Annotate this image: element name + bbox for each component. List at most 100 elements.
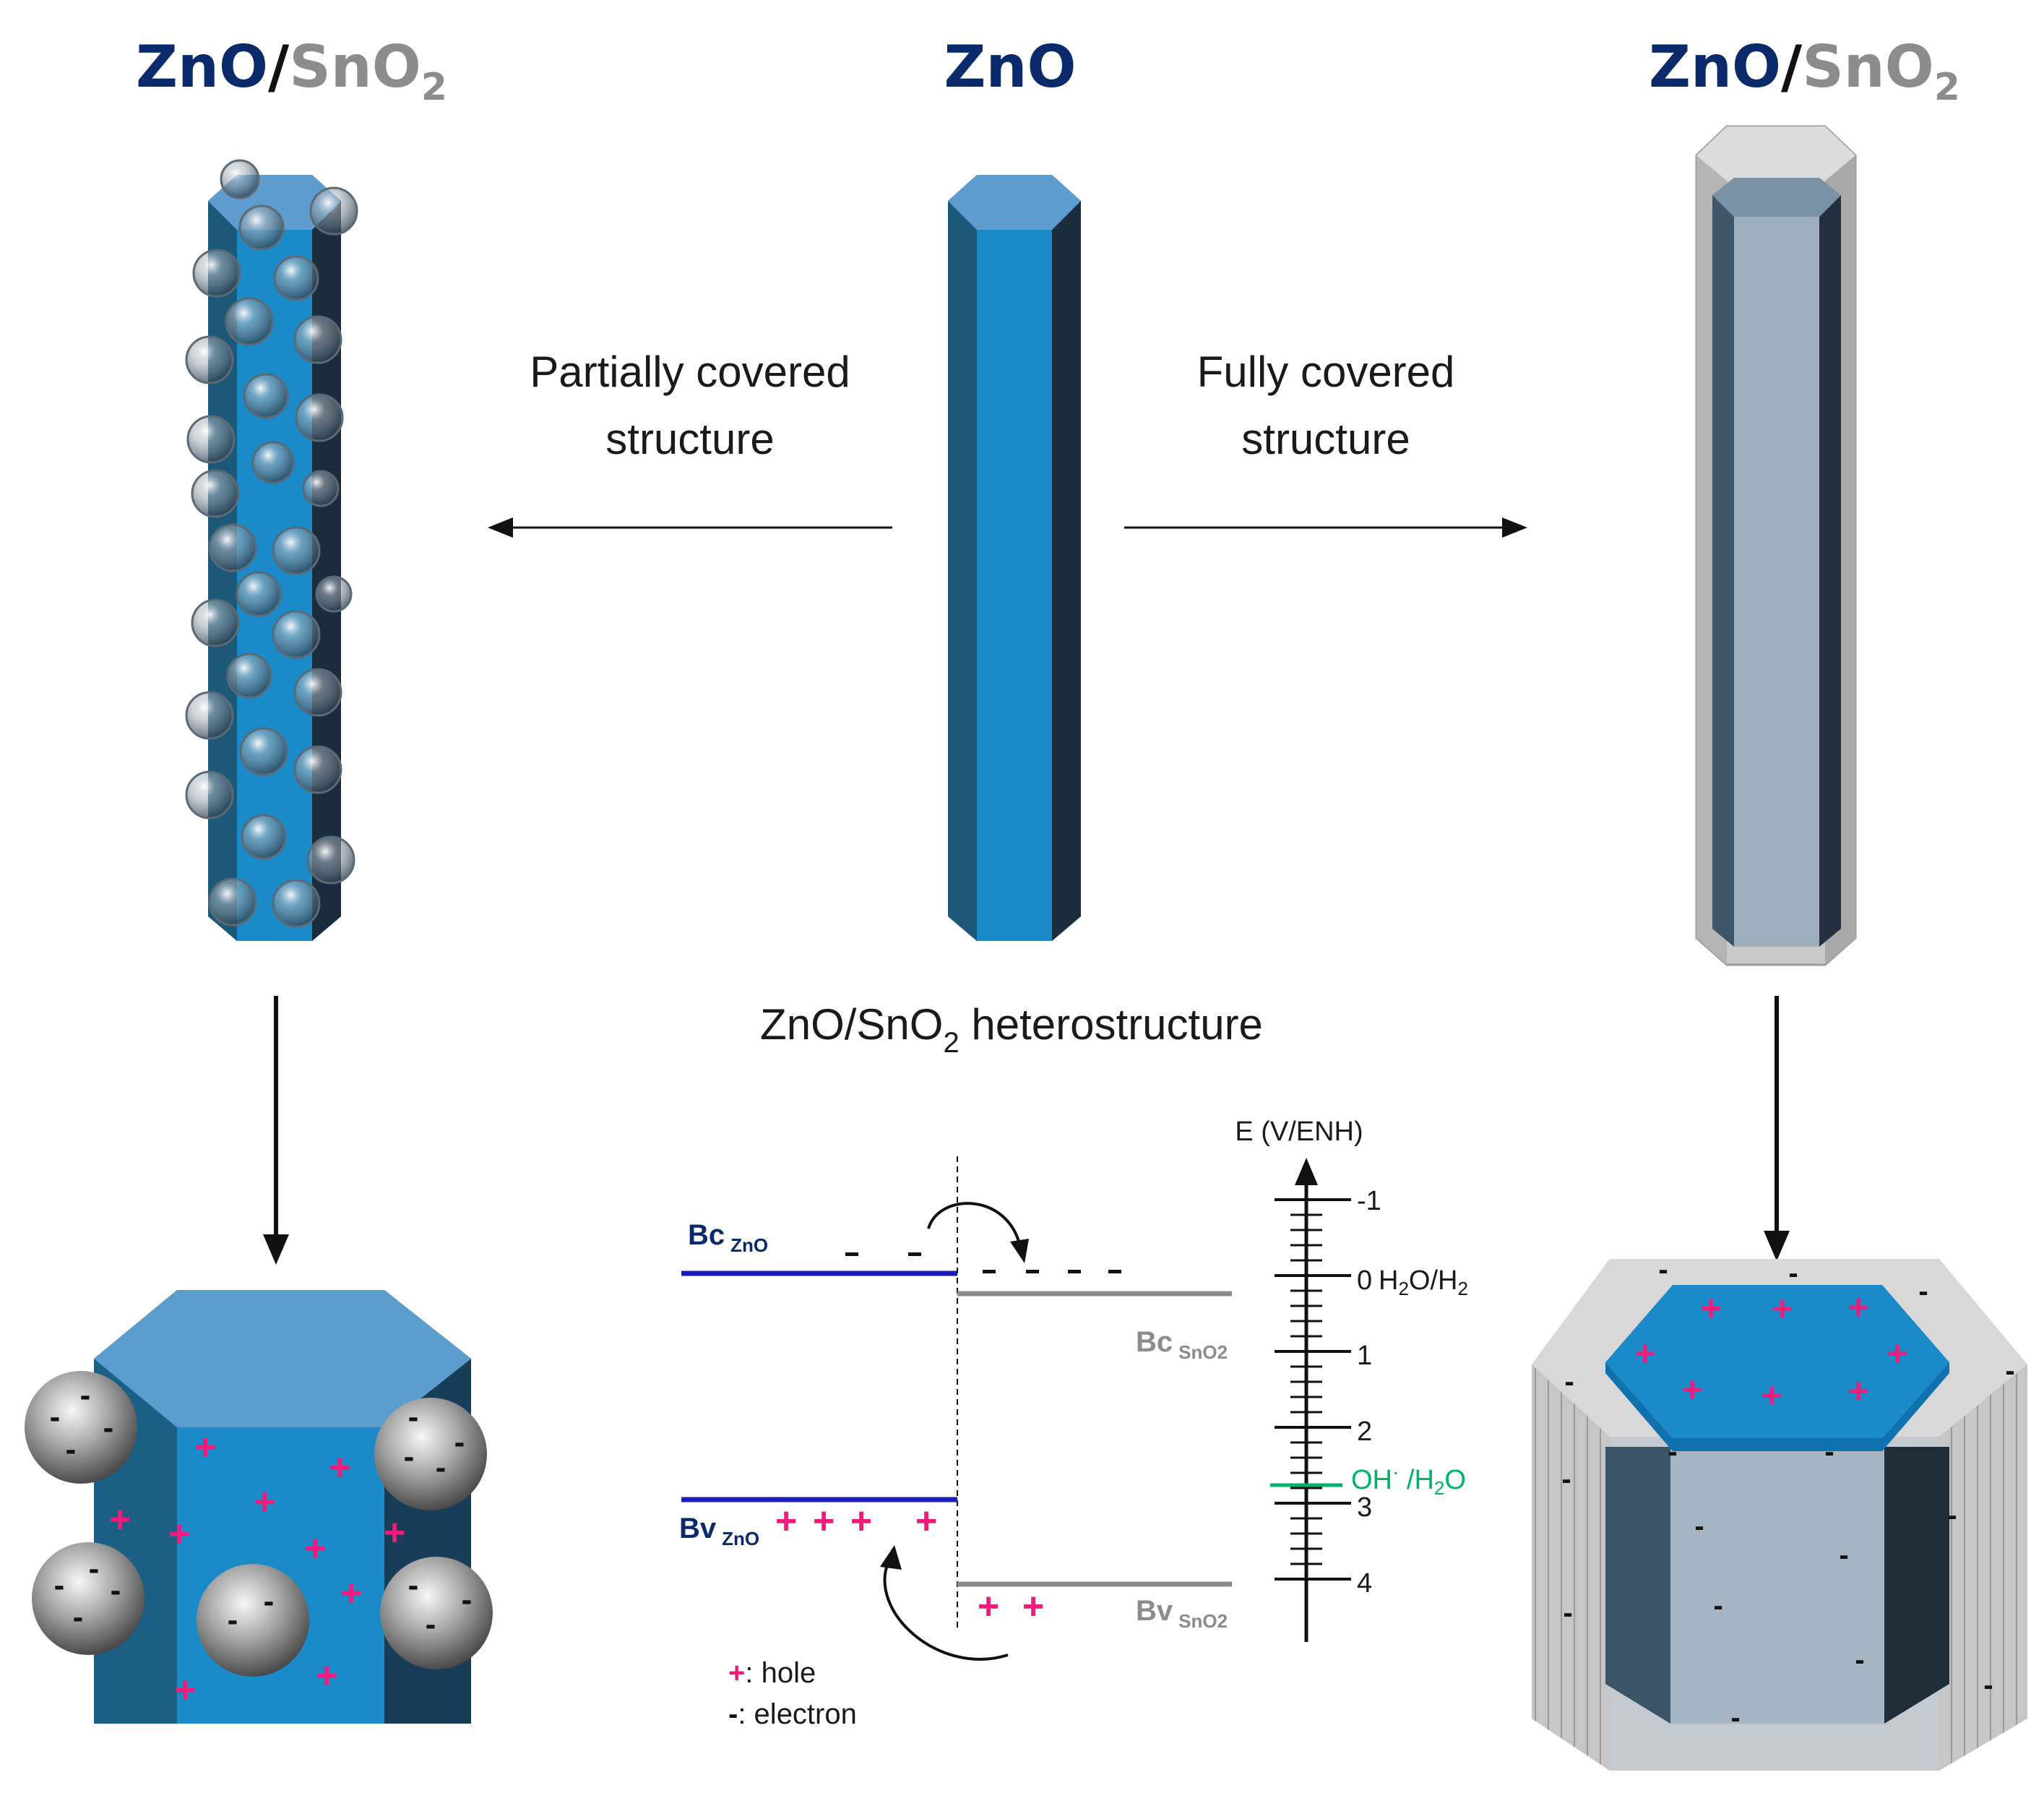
label-fully-line1: Fully covered: [1197, 348, 1455, 396]
svg-text:-: -: [1839, 1539, 1848, 1571]
sno2-spheres: - - - - - - - - - - - - - - - - -: [25, 1371, 493, 1677]
electrons-right: - - - - - - - - - - - - - - - -: [1561, 1254, 2014, 1734]
svg-text:-: -: [103, 1410, 114, 1445]
energy-scale: E (V/ENH) -1 0 1 2 3 4 H2O/H2 OH· /H2O: [1235, 1117, 1468, 1642]
energy-tick-labels: -1 0 1 2 3 4: [1357, 1186, 1381, 1599]
title-right: ZnO/SnO2: [1649, 33, 1960, 109]
svg-text:+: +: [109, 1499, 131, 1541]
svg-text:+: +: [1772, 1289, 1793, 1329]
legend: +: hole -: electron: [728, 1657, 857, 1730]
bc-sno2-main: Bc: [1136, 1326, 1173, 1358]
svg-text:-: -: [1947, 1500, 1957, 1531]
svg-text:ZnO/SnO2: ZnO/SnO2: [136, 33, 447, 109]
svg-text:-: -: [1824, 1436, 1834, 1468]
svg-text:+: +: [978, 1586, 999, 1628]
heterostructure-label: ZnO/SnO2 heterostructure: [760, 1000, 1263, 1059]
title-right-sno: SnO: [1802, 33, 1934, 100]
bc-sno2-sub: SnO2: [1178, 1341, 1228, 1363]
svg-text:-: -: [404, 1439, 415, 1474]
label-partially-line1: Partially covered: [530, 348, 850, 396]
energy-tick-label: 4: [1357, 1568, 1372, 1599]
bv-sno2-main: Bv: [1136, 1595, 1173, 1627]
hetero-post: heterostructure: [960, 1000, 1263, 1049]
svg-text:+: +: [254, 1481, 275, 1523]
holes-left: + + + + + + + + + +: [109, 1427, 405, 1711]
svg-text:-: -: [80, 1377, 91, 1413]
svg-text:+: +: [1847, 1287, 1868, 1328]
energy-tick-label: -1: [1357, 1186, 1381, 1216]
svg-text:+: +: [384, 1512, 405, 1554]
h2-sub1: 2: [1398, 1278, 1408, 1299]
oh-mid: /H: [1399, 1465, 1434, 1495]
hole-transfer-arrow: [880, 1545, 1009, 1661]
svg-text:+: +: [1847, 1371, 1868, 1411]
sno2-nanoparticles: [185, 159, 358, 928]
partial-cross-section: + + + + + + + + + + - - - - - - - - - - …: [25, 1290, 493, 1724]
title-left-sno: SnO: [289, 33, 421, 100]
title-right-zno: ZnO: [1649, 33, 1781, 100]
label-partially-line2: structure: [605, 415, 774, 463]
legend-electron-text: : electron: [738, 1698, 857, 1730]
title-right-slash: /: [1781, 33, 1803, 100]
oh-post: O: [1444, 1465, 1466, 1495]
svg-text:-: -: [54, 1568, 65, 1603]
energy-tick-label: 2: [1357, 1416, 1372, 1447]
svg-text:-: -: [264, 1583, 275, 1619]
svg-text:-: -: [1668, 1436, 1677, 1468]
zno-nanorod: [948, 175, 1081, 941]
svg-text:-: -: [228, 1602, 238, 1638]
svg-text:+: +: [1700, 1288, 1721, 1328]
title-left-sub: 2: [421, 66, 447, 109]
svg-text:-: -: [1658, 1254, 1668, 1286]
bc-zno-main: Bc: [688, 1219, 725, 1251]
svg-text:-: -: [1788, 1257, 1798, 1289]
svg-text:-: -: [408, 1399, 419, 1435]
svg-text:-: -: [1713, 1590, 1722, 1622]
h2o-h2-label: H2O/H2: [1379, 1265, 1468, 1299]
bv-zno-main: Bv: [679, 1513, 717, 1544]
svg-text:+: +: [194, 1427, 216, 1469]
svg-text:+: +: [915, 1500, 937, 1542]
svg-text:-: -: [1855, 1644, 1864, 1676]
electron-transfer-arrow: [927, 1202, 1029, 1263]
svg-text:+: +: [304, 1528, 326, 1570]
svg-text:+: +: [316, 1655, 337, 1697]
energy-tick-label: 1: [1357, 1341, 1372, 1371]
svg-text:-: -: [1983, 1669, 1993, 1701]
oh-pre: OH: [1351, 1465, 1392, 1495]
svg-text:-: -: [2005, 1355, 2014, 1387]
energy-axis-title: E (V/ENH): [1235, 1117, 1363, 1147]
svg-text:-: -: [1694, 1510, 1704, 1542]
oh-h2o-label: OH· /H2O: [1351, 1461, 1466, 1499]
title-right-sub: 2: [1934, 66, 1960, 109]
svg-text:+: +: [1634, 1333, 1655, 1374]
holes-right: + + + + + + + +: [1634, 1287, 1907, 1416]
oh-sub: 2: [1434, 1477, 1444, 1499]
svg-text:+: +: [850, 1500, 872, 1542]
bv-sno2-sub: SnO2: [1178, 1610, 1228, 1632]
legend-hole: +: hole: [728, 1657, 816, 1689]
svg-text:-: -: [1564, 1366, 1574, 1398]
energy-minor-ticks: [1290, 1213, 1322, 1565]
oh-sup: ·: [1392, 1461, 1399, 1483]
svg-text:-: -: [89, 1551, 100, 1586]
svg-text:-: -: [66, 1432, 77, 1467]
svg-text:-: -: [1563, 1597, 1572, 1629]
energy-tick-label: 3: [1357, 1492, 1372, 1523]
svg-text:-: -: [454, 1424, 465, 1460]
h2-sub2: 2: [1457, 1278, 1467, 1299]
svg-text:-: -: [462, 1582, 473, 1617]
legend-hole-text: : hole: [745, 1657, 816, 1689]
svg-text:-: -: [50, 1399, 61, 1435]
svg-text:-: -: [73, 1599, 84, 1635]
hetero-sub: 2: [943, 1027, 959, 1059]
hetero-pre: ZnO/SnO: [760, 1000, 943, 1049]
holes-band: + + + + + +: [775, 1500, 1044, 1628]
energy-major-ticks: [1275, 1198, 1351, 1581]
electrons-band: [845, 1252, 1121, 1273]
arrow-to-full: [1124, 517, 1527, 538]
